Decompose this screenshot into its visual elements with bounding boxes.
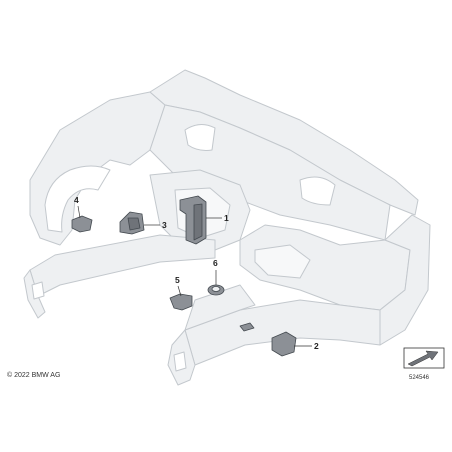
part-5-bracket[interactable] [169, 293, 193, 311]
firewall-opening [299, 176, 336, 206]
leader-4 [77, 205, 81, 219]
callout-4[interactable]: 4 [74, 195, 79, 205]
callout-3[interactable]: 3 [162, 220, 167, 230]
reference-number: 524546 [409, 375, 430, 381]
part-3-mount-face [127, 217, 141, 231]
left-front-rail [29, 234, 216, 297]
copyright-notice: © 2022 BMW AG [7, 372, 61, 379]
right-strut-detail [254, 244, 311, 279]
leader-5 [177, 285, 182, 297]
left-rail-end-face [31, 281, 45, 300]
callout-1[interactable]: 1 [224, 213, 229, 223]
leader-lines [77, 205, 312, 347]
part-1-bracket-face [193, 203, 203, 241]
right-rail-end-face [173, 351, 187, 372]
right-front-rail [184, 299, 381, 366]
part-6-ring-hole [211, 286, 221, 292]
firewall-opening [184, 124, 216, 151]
callout-2[interactable]: 2 [314, 341, 319, 351]
right-outer-panel [379, 214, 431, 346]
left-wheel-arch [44, 165, 111, 233]
callout-numbers: 1 2 3 4 5 6 [74, 195, 319, 351]
highlighted-parts [71, 195, 297, 357]
reference-arrow-icon [407, 350, 439, 367]
callout-5[interactable]: 5 [175, 275, 180, 285]
part-4-clip[interactable] [71, 215, 93, 233]
right-rail-lower [184, 284, 256, 331]
reference-thumbnail: 524546 [403, 347, 445, 381]
callout-6[interactable]: 6 [213, 258, 218, 268]
part-2-bracket[interactable] [271, 331, 297, 357]
rail-fastener [239, 322, 255, 332]
